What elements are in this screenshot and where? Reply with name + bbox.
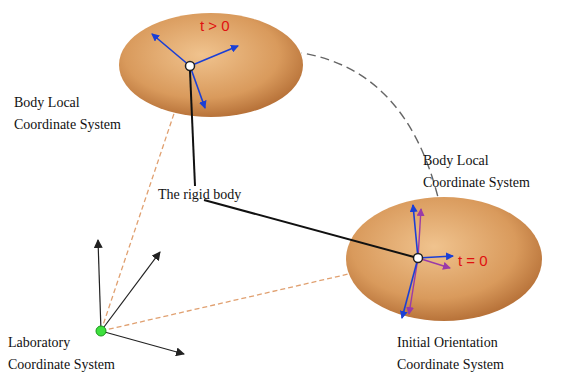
body-axes-current [152,34,238,108]
annotation-label: Laboratory Coordinate System [8,332,128,376]
body-origin [414,254,423,263]
trajectory-arc [302,53,438,196]
body-axes-initial [402,205,453,318]
annotation-label: Body Local Coordinate System [423,150,543,194]
time-label: t > 0 [200,17,230,35]
lab-origin [96,326,106,336]
leader-line [204,200,414,257]
lab-axes [98,240,184,354]
rigid-body-ellipse: t = 0 [345,196,543,322]
annotation-label: Body Local Coordinate System [14,92,134,136]
leader-line [190,71,195,186]
annotation-label: The rigid body [158,184,268,206]
time-label: t = 0 [458,252,488,270]
ellipse-shape [345,196,543,322]
annotation-label: Initial Orientation Coordinate System [397,332,525,376]
body-origin [186,62,195,71]
rigid-body-ellipse: t > 0 [118,12,304,118]
